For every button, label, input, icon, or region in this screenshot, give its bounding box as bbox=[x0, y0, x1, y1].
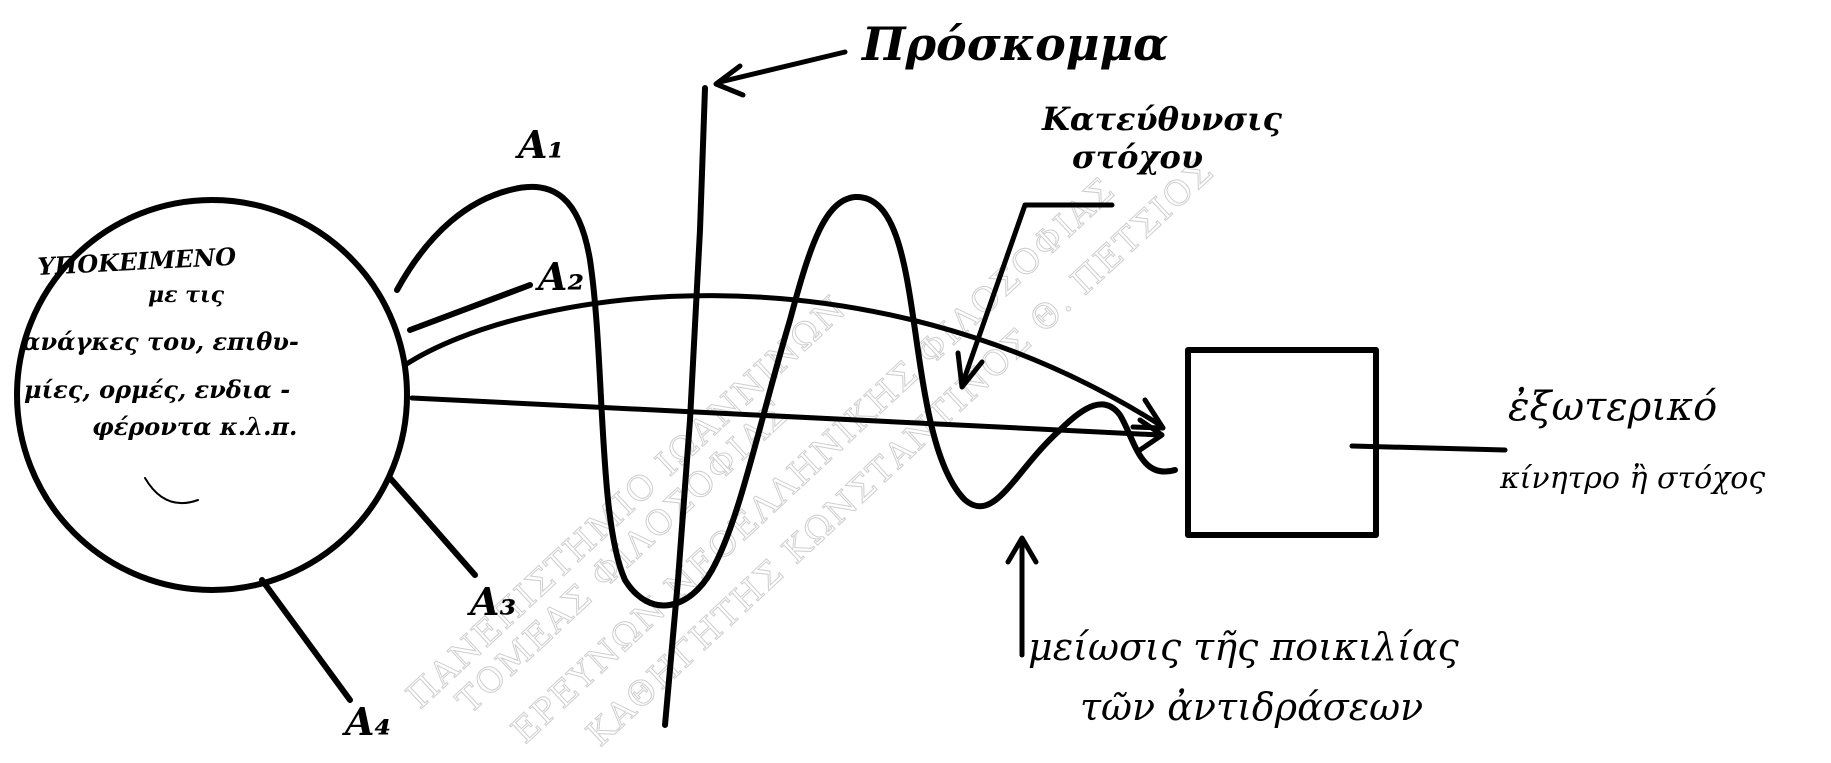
subject-circle bbox=[14, 197, 410, 593]
attempt-line-a2 bbox=[407, 282, 533, 333]
attempt-label-a2: A₂ bbox=[535, 254, 584, 299]
external-label: ἐξωτερικό κίνητρο ἢ στόχος bbox=[1499, 384, 1765, 496]
variety-label-line-2: τῶν ἀντιδράσεων bbox=[1080, 685, 1423, 729]
obstacle-arrow bbox=[713, 49, 848, 98]
external-label-line-1: ἐξωτερικό bbox=[1508, 384, 1717, 430]
attempt-label-a4: A₄ bbox=[342, 699, 391, 744]
goal-box-connector bbox=[1349, 443, 1508, 453]
subject-label: ΥΠΟΚΕΙΜΕΝΟ με τις ανάγκες του, επιθυ- μί… bbox=[22, 242, 299, 441]
subject-label-line-3: ανάγκες του, επιθυ- bbox=[22, 327, 299, 356]
circle-mark bbox=[144, 477, 199, 505]
goal-directions-label: Κατεύθυνσις στόχου bbox=[1041, 100, 1282, 176]
goal-directions-pointer bbox=[955, 202, 1115, 390]
variety-label-line-1: μείωσις τῆς ποικιλίας bbox=[1028, 625, 1460, 669]
subject-label-line-4: μίες, ορμές, ενδια - bbox=[24, 375, 290, 404]
arc-arrow bbox=[402, 293, 1166, 431]
attempt-label-a1: A₁ bbox=[515, 122, 564, 167]
goal-directions-line-2: στόχου bbox=[1072, 138, 1203, 176]
variety-arrow bbox=[1005, 535, 1039, 658]
subject-label-line-5: φέροντα κ.λ.π. bbox=[92, 412, 297, 441]
goal-box bbox=[1185, 347, 1379, 538]
attempt-line-a3 bbox=[387, 475, 478, 578]
attempt-line-a4 bbox=[259, 577, 353, 703]
obstacle-label: Πρόσκομμα bbox=[860, 17, 1169, 71]
watermark-line-2: ΤΟΜΕΑΣ ΦΙΛΟΣΟΦΙΑΣ bbox=[449, 393, 797, 722]
obstacle-line bbox=[662, 85, 708, 728]
external-label-line-2: κίνητρο ἢ στόχος bbox=[1499, 461, 1765, 496]
attempt-label-a3: A₃ bbox=[467, 579, 516, 624]
subject-label-line-1: ΥΠΟΚΕΙΜΕΝΟ bbox=[37, 242, 237, 281]
attempt-path-a1 bbox=[394, 183, 1178, 609]
goal-directions-line-1: Κατεύθυνσις bbox=[1041, 100, 1282, 138]
straight-arrow bbox=[409, 395, 1165, 453]
variety-label: μείωσις τῆς ποικιλίας τῶν ἀντιδράσεων bbox=[1028, 625, 1460, 729]
subject-label-line-2: με τις bbox=[148, 282, 225, 308]
